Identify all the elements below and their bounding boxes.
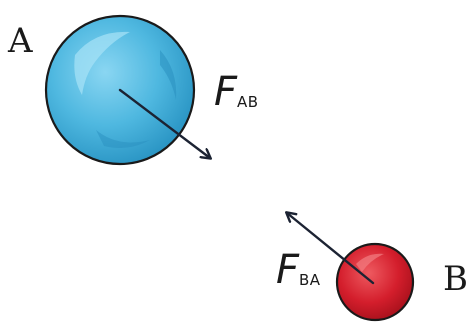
force-subscript-ab: AB (237, 93, 259, 111)
force-symbol-ba: F (276, 247, 299, 293)
force-label-ba: FBA (276, 250, 321, 290)
force-label-ab: FAB (214, 72, 259, 112)
force-symbol-ab: F (214, 69, 237, 115)
ball-b (337, 244, 413, 320)
force-subscript-ba: BA (299, 271, 321, 289)
object-label-a: A (8, 24, 33, 58)
object-label-b: B (443, 262, 468, 296)
